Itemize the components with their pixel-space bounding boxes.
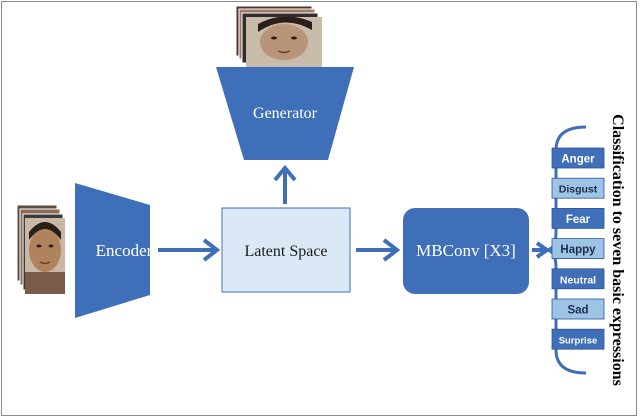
expression-tag-fear: Fear <box>566 214 591 226</box>
expression-tag-anger: Anger <box>561 154 595 166</box>
generated-face-images <box>235 5 322 67</box>
arrow-latent-to-mbconv <box>356 238 401 262</box>
expressions-brace <box>545 125 587 375</box>
encoder-block <box>75 183 150 318</box>
expression-tag-disgust: Disgust <box>559 184 598 196</box>
input-face-images <box>16 204 65 294</box>
expression-tag-bg <box>551 298 605 320</box>
expression-tag-surprise: Surprise <box>559 336 598 347</box>
arrow-latent-to-generator <box>273 164 297 204</box>
expression-tag-bg <box>551 207 605 229</box>
expression-tag-neutral: Neutral <box>560 274 596 286</box>
latent-space-label: Latent Space <box>244 243 327 260</box>
mbconv-label: MBConv [X3] <box>416 241 516 260</box>
expression-tag-bg <box>551 328 605 350</box>
latent-space-block <box>221 207 351 293</box>
generator-block <box>216 67 354 160</box>
encoder-label: Encoder <box>96 241 153 260</box>
mbconv-block <box>403 208 529 294</box>
expression-tag-bg <box>551 238 605 260</box>
arrow-encoder-to-latent <box>158 238 221 262</box>
expression-tag-sad: Sad <box>567 305 588 317</box>
expression-tag-happy: Happy <box>560 244 596 256</box>
expression-tag-bg <box>551 147 605 169</box>
expression-tag-bg <box>551 177 605 199</box>
expression-tag-bg <box>551 268 605 290</box>
arrow-mbconv-to-classes <box>532 241 551 259</box>
generator-label: Generator <box>253 105 318 122</box>
classification-title: Classification to seven basic expression… <box>609 114 626 386</box>
